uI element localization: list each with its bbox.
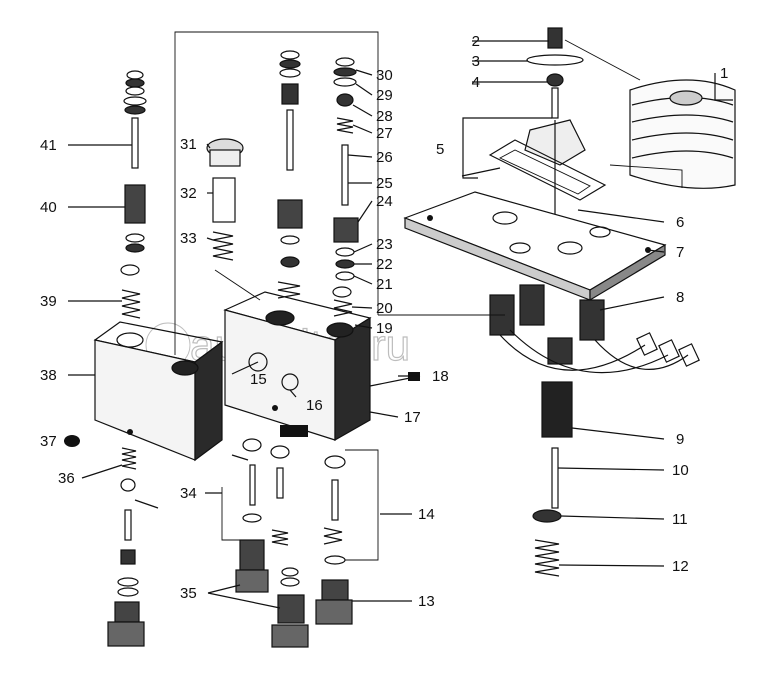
label-27: 27 — [376, 125, 393, 142]
label-17: 17 — [404, 409, 421, 426]
label-13: 13 — [418, 593, 435, 610]
label-7: 7 — [676, 244, 684, 261]
label-12: 12 — [672, 558, 689, 575]
label-1: 1 — [720, 65, 728, 82]
label-32: 32 — [180, 185, 197, 202]
label-14: 14 — [418, 506, 435, 523]
label-4: 4 — [472, 74, 480, 91]
label-19: 19 — [376, 320, 393, 337]
label-10: 10 — [672, 462, 689, 479]
label-23: 23 — [376, 236, 393, 253]
label-20: 20 — [376, 300, 393, 317]
assembly-guide-lines — [174, 31, 505, 561]
label-41: 41 — [40, 137, 57, 154]
leader-lines — [64, 40, 733, 609]
label-5: 5 — [436, 141, 444, 158]
plunger-column-right — [332, 57, 359, 317]
label-6: 6 — [676, 214, 684, 231]
label-22: 22 — [376, 256, 393, 273]
label-33: 33 — [180, 230, 197, 247]
label-37: 37 — [40, 433, 57, 450]
label-40: 40 — [40, 199, 57, 216]
plunger-column-left — [206, 138, 244, 261]
part-labels: 1 2 3 4 5 6 7 8 9 10 11 12 13 14 15 16 1… — [40, 33, 728, 610]
label-28: 28 — [376, 108, 393, 125]
label-39: 39 — [40, 293, 57, 310]
left-column-parts — [120, 70, 147, 319]
label-9: 9 — [676, 431, 684, 448]
label-8: 8 — [676, 289, 684, 306]
label-36: 36 — [58, 470, 75, 487]
valve-body-middle — [223, 291, 421, 442]
label-38: 38 — [40, 367, 57, 384]
label-18: 18 — [432, 368, 449, 385]
control-lever-assembly — [403, 27, 736, 577]
label-35: 35 — [180, 585, 197, 602]
label-11: 11 — [672, 511, 688, 528]
label-16: 16 — [306, 397, 323, 414]
lower-middle-parts — [231, 438, 353, 648]
label-34: 34 — [180, 485, 197, 502]
left-lower-parts — [64, 435, 159, 647]
label-2: 2 — [472, 33, 480, 50]
valve-body-left — [93, 321, 224, 462]
label-29: 29 — [376, 87, 393, 104]
label-24: 24 — [376, 193, 393, 210]
label-25: 25 — [376, 175, 393, 192]
label-31: 31 — [180, 136, 197, 153]
label-21: 21 — [376, 276, 393, 293]
label-30: 30 — [376, 67, 393, 84]
label-15: 15 — [250, 371, 267, 388]
label-26: 26 — [376, 149, 393, 166]
plunger-column-middle — [277, 50, 303, 299]
label-3: 3 — [472, 53, 480, 70]
